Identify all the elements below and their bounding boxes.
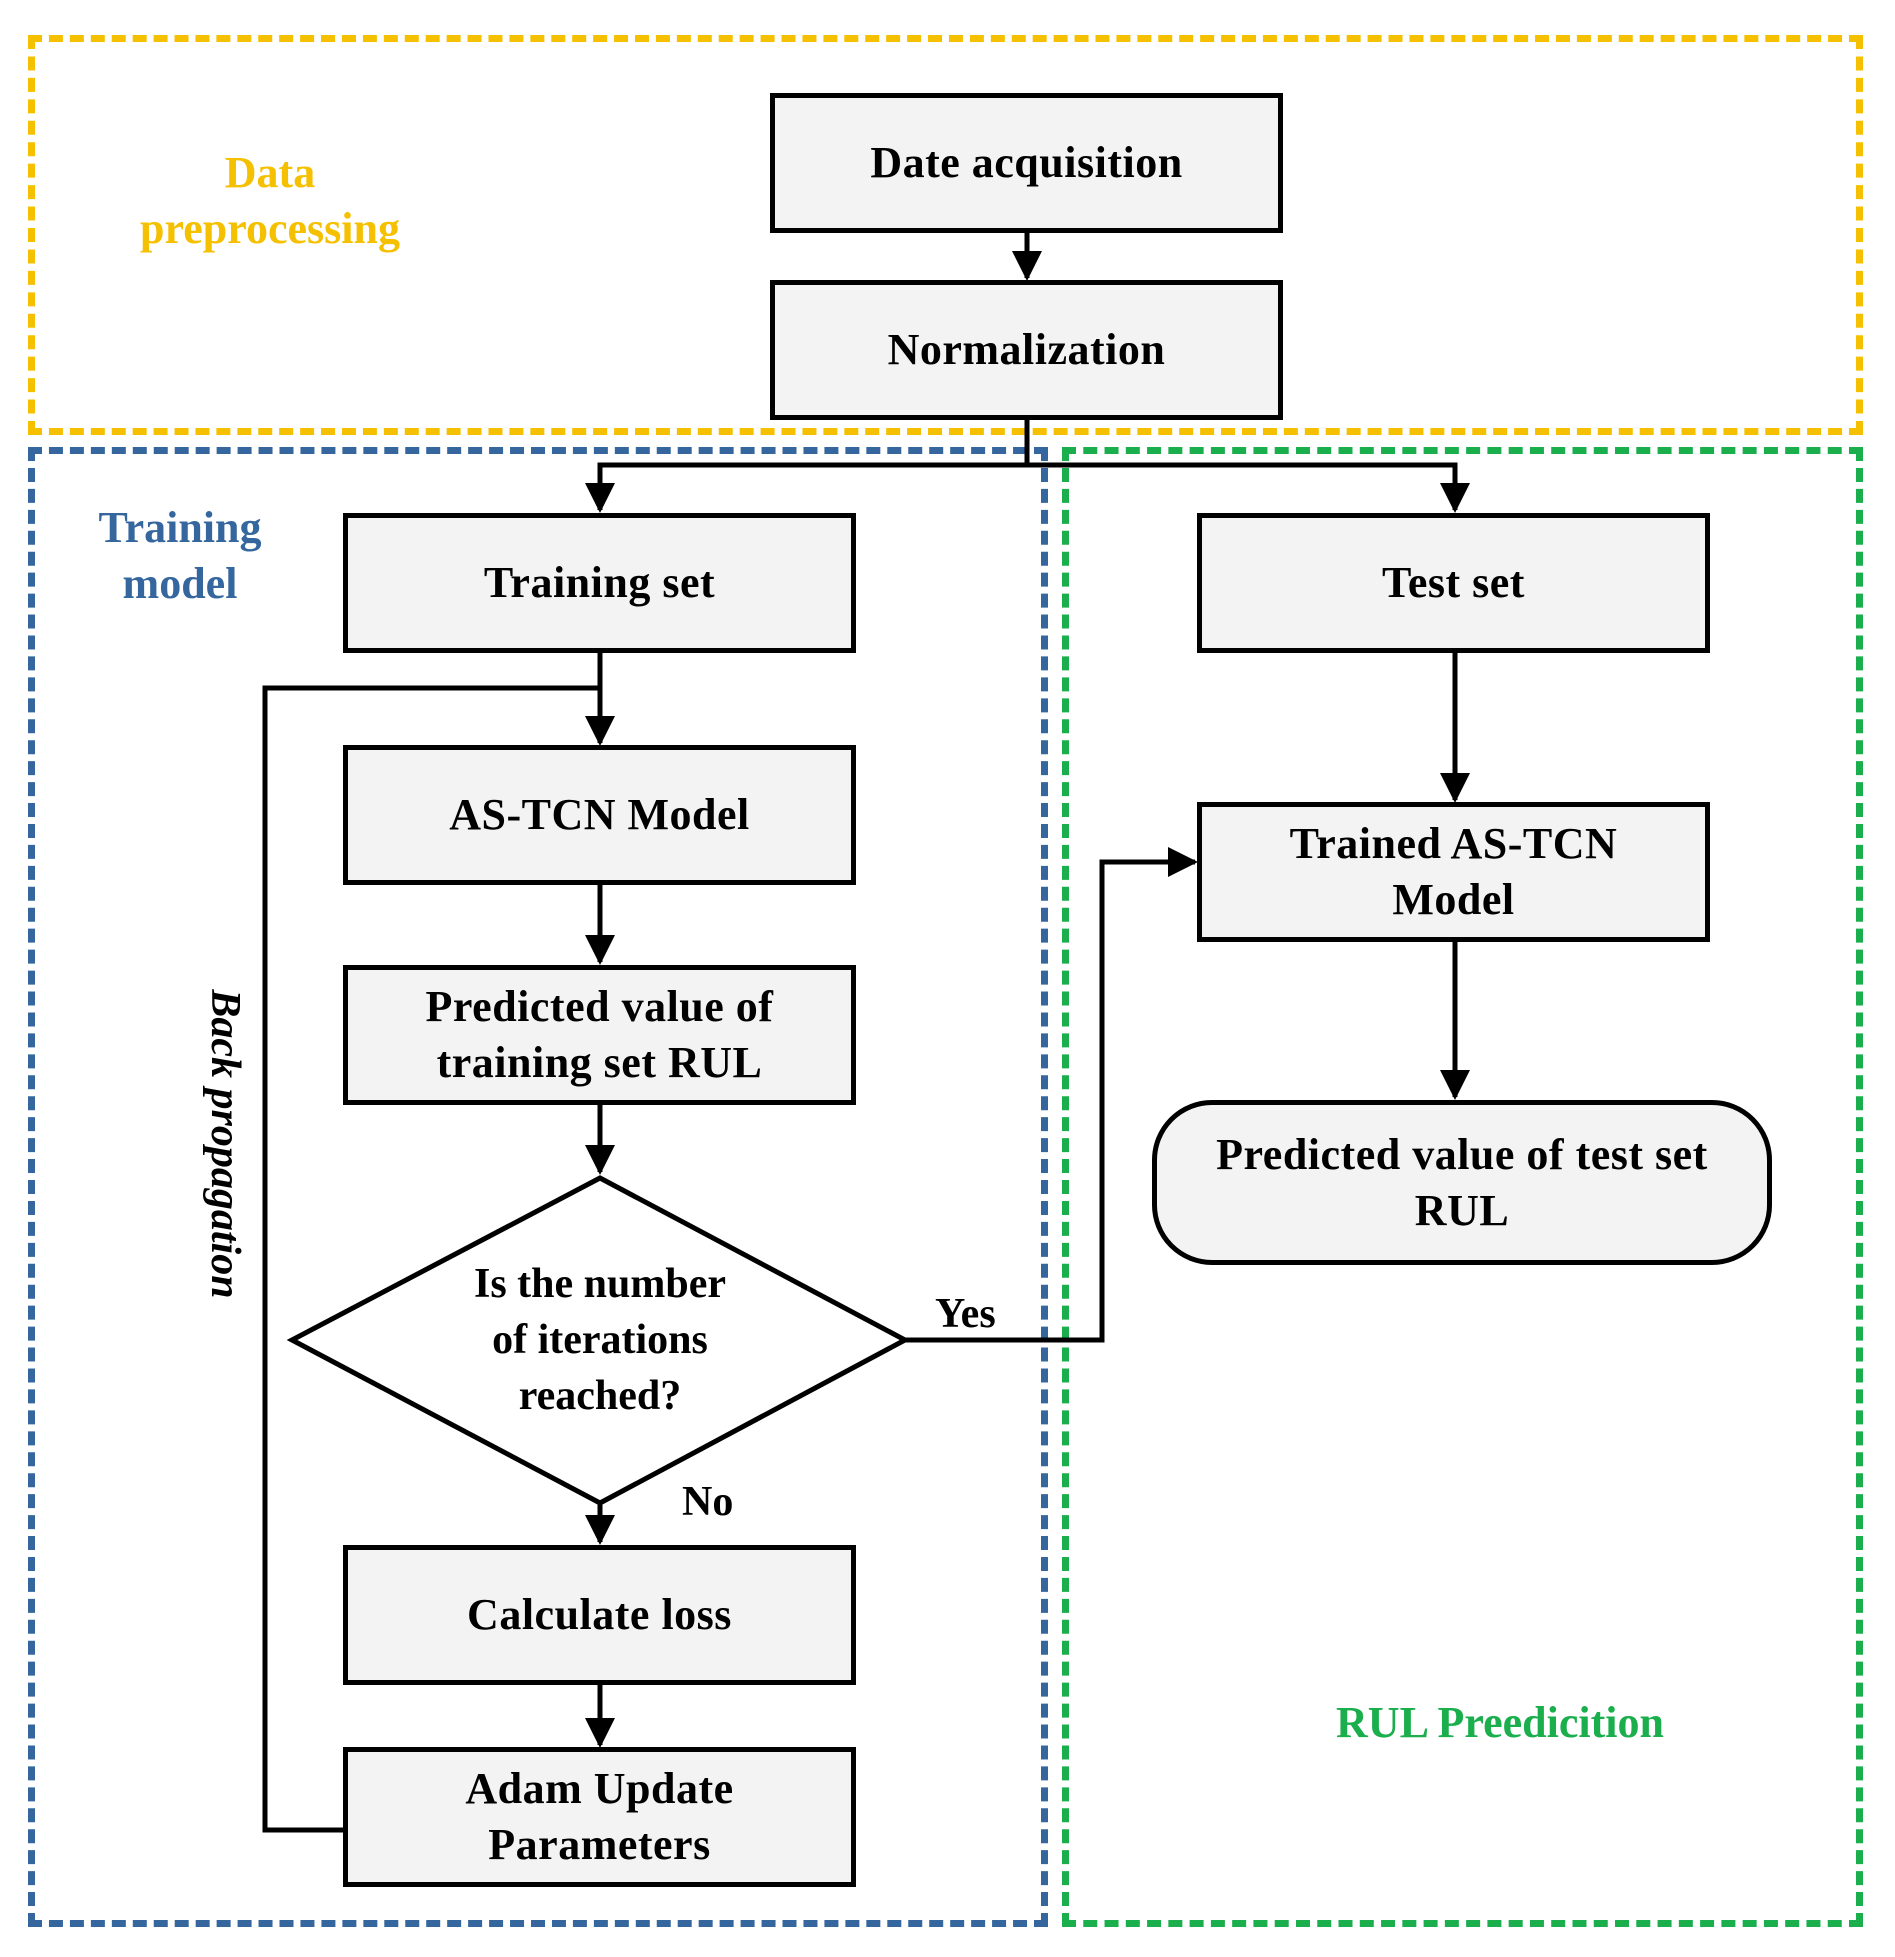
predicted-training-rul-text: Predicted value of training set RUL — [425, 982, 774, 1087]
decision-text: Is the number of iterations reached? — [473, 1261, 727, 1419]
predicted-training-rul-box: Predicted value of training set RUL — [343, 965, 856, 1105]
training-model-region — [28, 447, 1048, 1927]
edge-decision-yes — [905, 847, 1198, 1343]
date-acquisition-text: Date acquisition — [870, 138, 1183, 187]
edge-normalization-to-test-set — [1027, 462, 1470, 513]
edge-back-propagation — [262, 685, 600, 1833]
edge-normalization-to-training-set — [585, 418, 1030, 513]
trained-as-tcn-model-text: Trained AS-TCN Model — [1289, 819, 1618, 924]
predicted-test-rul-terminal: Predicted value of test set RUL — [1152, 1100, 1772, 1265]
adam-update-text: Adam Update Parameters — [465, 1764, 734, 1869]
rul-prediction-label: RUL Preedicition — [1336, 1698, 1664, 1747]
back-propagation-label: Back propagation — [202, 989, 248, 1299]
data-preprocessing-label: Data preprocessing — [140, 148, 400, 253]
date-acquisition-box: Date acquisition — [770, 93, 1283, 233]
predicted-test-rul-text: Predicted value of test set RUL — [1216, 1129, 1708, 1235]
no-label: No — [682, 1479, 734, 1525]
rul-prediction-region — [1062, 447, 1863, 1927]
training-set-box: Training set — [343, 513, 856, 653]
as-tcn-model-box: AS-TCN Model — [343, 745, 856, 885]
normalization-text: Normalization — [887, 325, 1166, 374]
as-tcn-model-text: AS-TCN Model — [449, 790, 750, 839]
test-set-text: Test set — [1382, 558, 1525, 607]
adam-update-box: Adam Update Parameters — [343, 1747, 856, 1887]
calculate-loss-box: Calculate loss — [343, 1545, 856, 1685]
decision-diamond — [286, 1175, 911, 1506]
training-model-label: Training model — [98, 503, 262, 608]
data-preprocessing-region — [28, 35, 1863, 435]
yes-label: Yes — [935, 1291, 996, 1337]
training-set-text: Training set — [483, 558, 716, 607]
trained-as-tcn-model-box: Trained AS-TCN Model — [1197, 802, 1710, 942]
calculate-loss-text: Calculate loss — [467, 1590, 732, 1639]
normalization-box: Normalization — [770, 280, 1283, 420]
test-set-box: Test set — [1197, 513, 1710, 653]
